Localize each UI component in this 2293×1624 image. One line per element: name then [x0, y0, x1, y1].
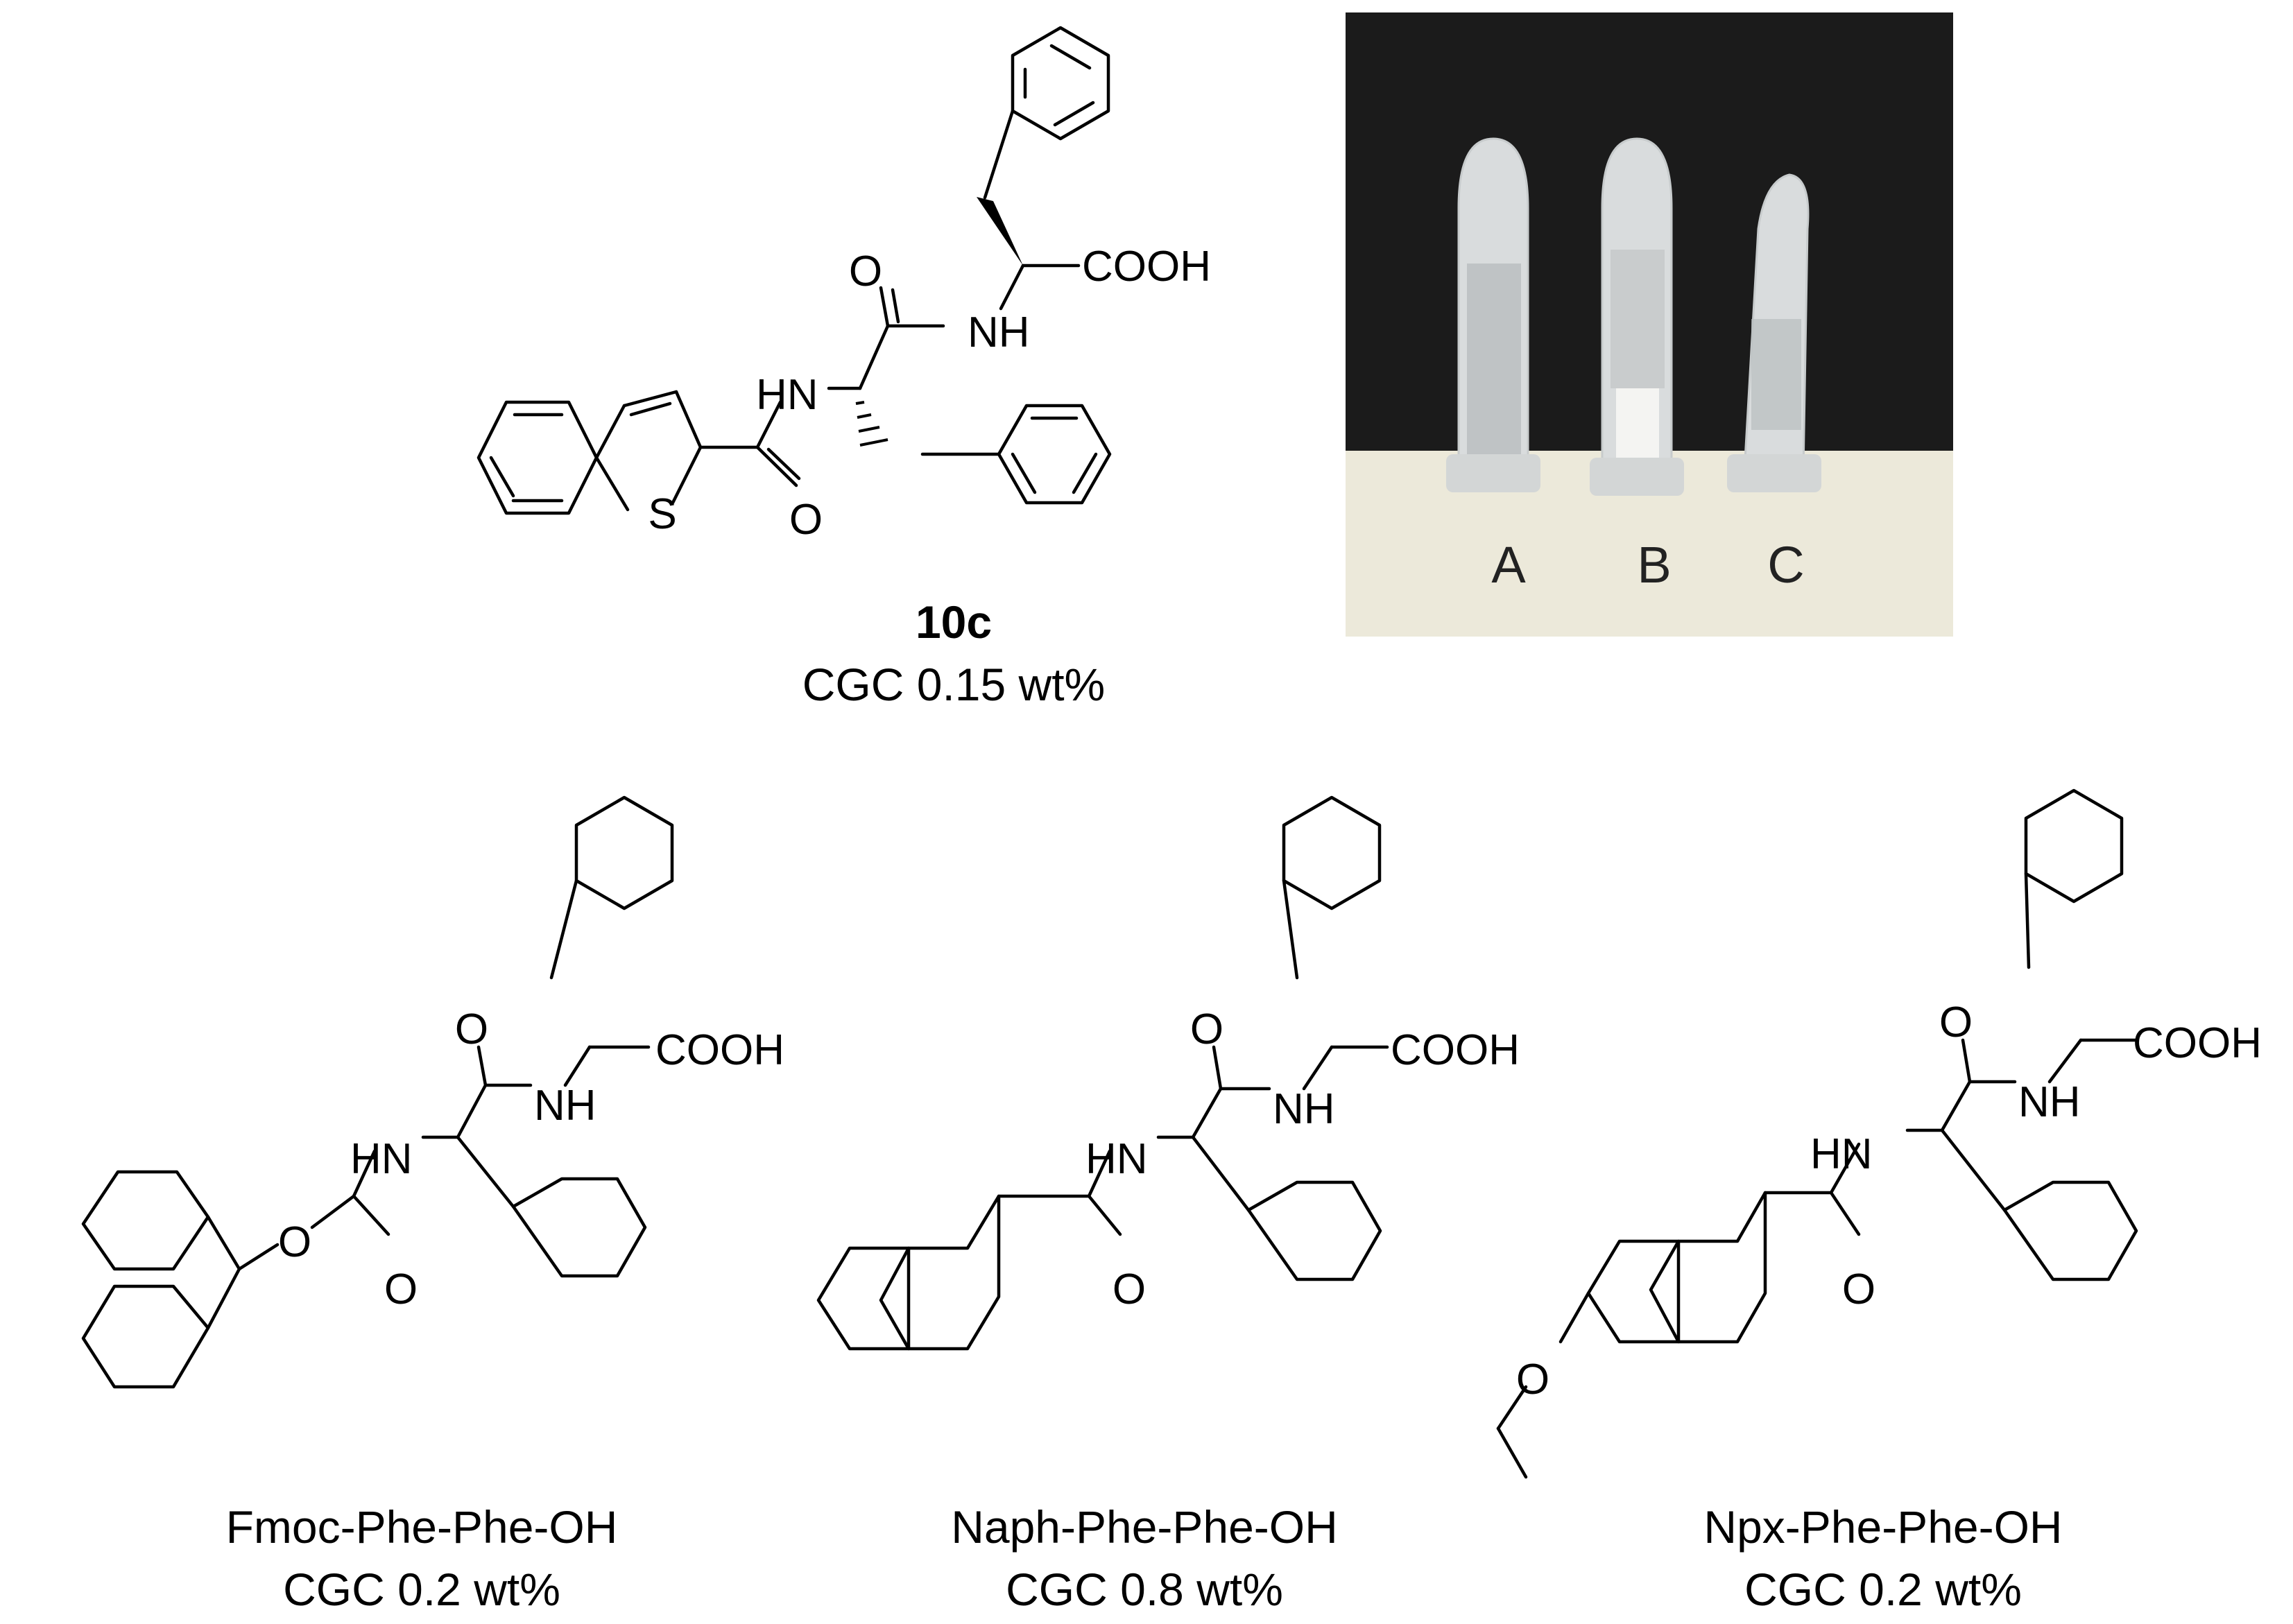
atom-cooh: COOH: [1082, 243, 1211, 291]
atom-hn: HN: [350, 1135, 413, 1183]
wedge-bond: [977, 197, 1023, 266]
atom-o-bottom: O: [1113, 1265, 1146, 1313]
vial-a: [1446, 137, 1540, 492]
vial-b: [1590, 137, 1684, 496]
vial-label-a: A: [1491, 536, 1526, 594]
atom-o-top: O: [1939, 999, 1973, 1046]
atom-o-bottom: O: [789, 496, 823, 544]
atom-o-bottom: O: [384, 1265, 418, 1313]
atom-o-top: O: [455, 1005, 488, 1053]
atom-hn: HN: [1810, 1130, 1873, 1178]
structure-naph-phe-phe-oh: COOH NH O HN O Naph-Phe-Phe-OH CGC 0.8 w…: [816, 795, 1520, 1615]
atom-cooh: COOH: [2133, 1019, 2262, 1067]
compound-name-npx: Npx-Phe-Phe-OH: [1703, 1501, 2062, 1553]
hash-bond: [855, 401, 888, 447]
compound-name-10c: 10c: [916, 596, 992, 648]
atom-cooh: COOH: [655, 1026, 784, 1074]
structure-10c: COOH NH O HN O S 10c CGC 0.15 wt%: [476, 26, 1211, 710]
atom-hn: HN: [756, 371, 818, 419]
compound-cgc-naph: CGC 0.8 wt%: [1006, 1564, 1283, 1615]
structure-npx-phe-phe-oh: COOH NH O HN O O Npx-Phe-Phe-OH CGC 0.2 …: [1496, 788, 2262, 1615]
atom-cooh: COOH: [1391, 1026, 1520, 1074]
hydrogel-photo: A B C: [1346, 12, 1953, 637]
atom-o-methoxy: O: [1516, 1356, 1549, 1403]
vial-label-b: B: [1637, 536, 1671, 594]
atom-o-top: O: [1190, 1005, 1223, 1053]
compound-name-naph: Naph-Phe-Phe-OH: [951, 1501, 1338, 1553]
compound-cgc-10c: CGC 0.15 wt%: [802, 659, 1105, 710]
compound-name-fmoc: Fmoc-Phe-Phe-OH: [226, 1501, 618, 1553]
structure-fmoc-phe-phe-oh: COOH NH O HN O O Fmoc-Phe-Phe-OH CGC 0.2…: [81, 795, 784, 1615]
atom-o-top: O: [849, 248, 882, 295]
atom-o-bottom: O: [1842, 1265, 1875, 1313]
bonds-10c: [476, 26, 1112, 515]
vial-c: [1727, 173, 1821, 492]
vial-label-c: C: [1767, 536, 1804, 594]
compound-cgc-npx: CGC 0.2 wt%: [1744, 1564, 2022, 1615]
atom-nh: NH: [968, 309, 1030, 356]
atom-nh: NH: [1273, 1085, 1335, 1133]
atom-hn: HN: [1085, 1135, 1148, 1183]
atom-nh: NH: [534, 1082, 596, 1130]
atom-s: S: [648, 490, 676, 538]
atom-o-ester: O: [278, 1218, 311, 1266]
compound-cgc-fmoc: CGC 0.2 wt%: [283, 1564, 560, 1615]
atom-nh: NH: [2018, 1078, 2081, 1126]
